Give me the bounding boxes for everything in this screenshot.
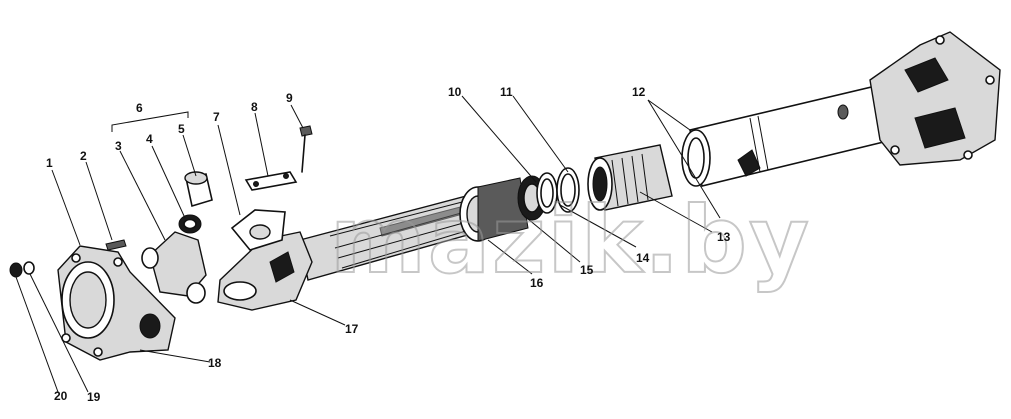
watermark-text: mazik.by xyxy=(330,187,811,294)
callout-15: 15 xyxy=(580,263,594,277)
right-flange-yoke xyxy=(869,31,1001,166)
callout-11: 11 xyxy=(500,85,513,99)
callout-3: 3 xyxy=(115,139,122,153)
callout-8: 8 xyxy=(251,100,258,114)
callout-5: 5 xyxy=(178,122,185,136)
part-5-bearing-cup xyxy=(184,171,213,208)
part-11-ring xyxy=(556,167,580,213)
part-3-cross xyxy=(141,231,207,304)
callout-labels: 1 2 3 4 5 6 7 8 9 10 11 12 13 14 15 16 1… xyxy=(46,85,731,404)
part-19-washer xyxy=(23,261,35,275)
part-14-splined-sleeve xyxy=(587,144,673,211)
part-20-nut xyxy=(9,262,23,278)
part-17-yoke xyxy=(217,227,313,311)
callout-19: 19 xyxy=(87,390,101,404)
callout-18: 18 xyxy=(208,356,222,370)
callout-7: 7 xyxy=(213,110,220,124)
callout-1: 1 xyxy=(46,156,53,170)
callout-12: 12 xyxy=(632,85,646,99)
part-4-seal xyxy=(178,214,202,234)
part-18-flange xyxy=(57,245,176,361)
callout-10: 10 xyxy=(448,85,462,99)
part-12-tube xyxy=(681,84,893,187)
callout-13: 13 xyxy=(717,230,731,244)
callout-17: 17 xyxy=(345,322,359,336)
part-7-cover xyxy=(230,209,286,251)
callout-2: 2 xyxy=(80,149,87,163)
callout-9: 9 xyxy=(286,91,293,105)
callout-4: 4 xyxy=(146,132,153,146)
callout-16: 16 xyxy=(530,276,544,290)
leader-lines xyxy=(15,95,721,393)
part-9-bolt xyxy=(299,125,313,173)
part-2-bolt xyxy=(105,239,127,251)
callout-20: 20 xyxy=(54,389,68,403)
part-16-ring xyxy=(459,177,529,242)
shaft-tube xyxy=(299,194,479,281)
callout-14: 14 xyxy=(636,251,650,265)
part-8-lock-plate xyxy=(244,171,298,191)
part-10-ring xyxy=(536,172,558,214)
callout-6: 6 xyxy=(136,101,143,115)
